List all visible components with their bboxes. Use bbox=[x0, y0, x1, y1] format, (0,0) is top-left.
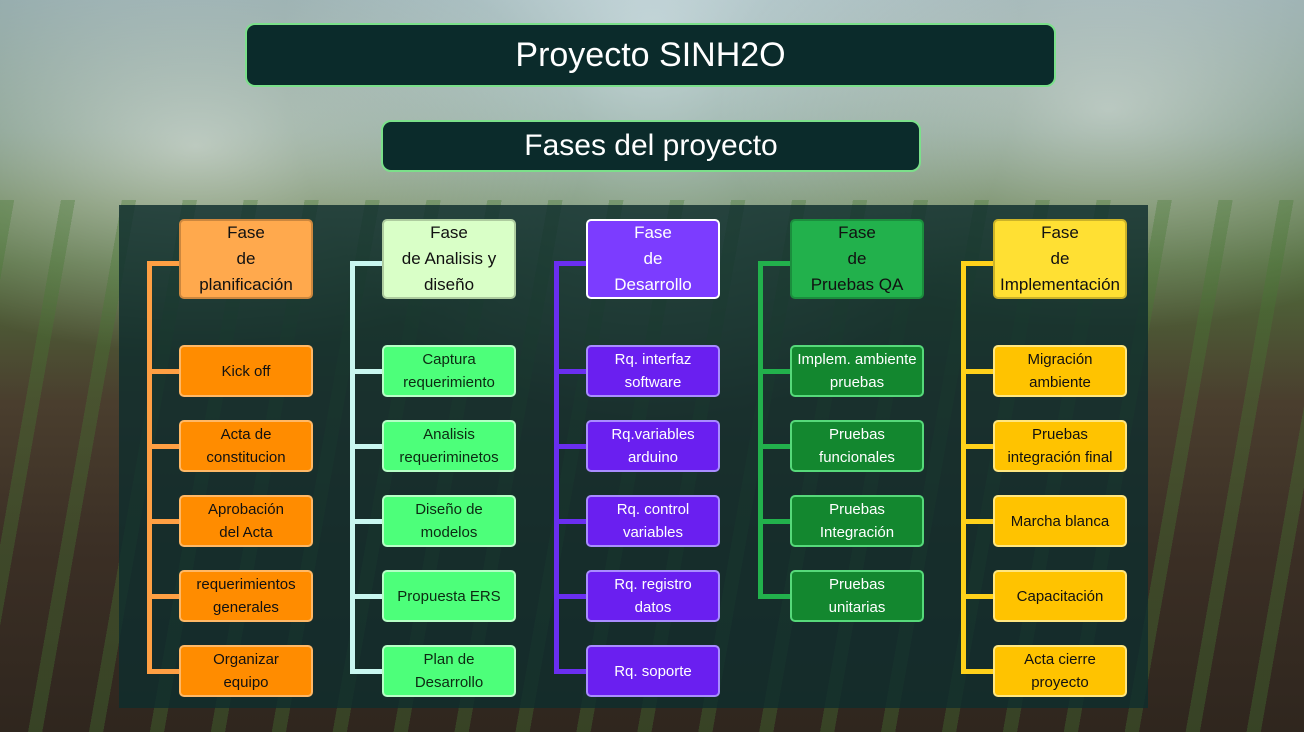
phase-task: Analisis requeriminetos bbox=[382, 420, 516, 472]
phase-task: Implem. ambiente pruebas bbox=[790, 345, 924, 397]
phase-header: Fase de Analisis y diseño bbox=[382, 219, 516, 299]
page-subtitle: Fases del proyecto bbox=[381, 120, 921, 172]
connector-vertical bbox=[147, 261, 152, 674]
phase-header: Fase de planificación bbox=[179, 219, 313, 299]
connector-vertical bbox=[961, 261, 966, 674]
connector-horizontal bbox=[350, 261, 384, 266]
connector-horizontal bbox=[758, 369, 792, 374]
connector-horizontal bbox=[147, 369, 181, 374]
connector-horizontal bbox=[350, 369, 384, 374]
phase-task: Pruebas integración final bbox=[993, 420, 1127, 472]
phase-task: Pruebas Integración bbox=[790, 495, 924, 547]
connector-horizontal bbox=[554, 594, 588, 599]
phase-task: Diseño de modelos bbox=[382, 495, 516, 547]
phase-task: Acta cierre proyecto bbox=[993, 645, 1127, 697]
connector-horizontal bbox=[961, 261, 995, 266]
connector-horizontal bbox=[961, 594, 995, 599]
connector-horizontal bbox=[350, 519, 384, 524]
phase-task: Acta de constitucion bbox=[179, 420, 313, 472]
phase-task: Captura requerimiento bbox=[382, 345, 516, 397]
phase-task: Rq.variables arduino bbox=[586, 420, 720, 472]
phase-task: Plan de Desarrollo bbox=[382, 645, 516, 697]
phase-task: Pruebas unitarias bbox=[790, 570, 924, 622]
connector-horizontal bbox=[350, 594, 384, 599]
phase-task: Marcha blanca bbox=[993, 495, 1127, 547]
phase-task: requerimientos generales bbox=[179, 570, 313, 622]
phase-header: Fase de Desarrollo bbox=[586, 219, 720, 299]
phase-task: Rq. interfaz software bbox=[586, 345, 720, 397]
phase-task: Migración ambiente bbox=[993, 345, 1127, 397]
connector-horizontal bbox=[758, 261, 792, 266]
connector-horizontal bbox=[758, 519, 792, 524]
connector-horizontal bbox=[554, 261, 588, 266]
connector-horizontal bbox=[554, 444, 588, 449]
phase-task: Rq. soporte bbox=[586, 645, 720, 697]
connector-horizontal bbox=[554, 369, 588, 374]
connector-horizontal bbox=[350, 444, 384, 449]
connector-horizontal bbox=[961, 444, 995, 449]
phase-header: Fase de Implementación bbox=[993, 219, 1127, 299]
phase-task: Kick off bbox=[179, 345, 313, 397]
connector-vertical bbox=[554, 261, 559, 674]
page-title: Proyecto SINH2O bbox=[245, 23, 1056, 87]
phase-task: Capacitación bbox=[993, 570, 1127, 622]
connector-horizontal bbox=[554, 519, 588, 524]
connector-horizontal bbox=[147, 669, 181, 674]
connector-horizontal bbox=[147, 261, 181, 266]
phase-header: Fase de Pruebas QA bbox=[790, 219, 924, 299]
phase-task: Rq. control variables bbox=[586, 495, 720, 547]
connector-horizontal bbox=[758, 594, 792, 599]
phase-task: Rq. registro datos bbox=[586, 570, 720, 622]
connector-horizontal bbox=[350, 669, 384, 674]
connector-horizontal bbox=[758, 444, 792, 449]
phase-task: Organizar equipo bbox=[179, 645, 313, 697]
connector-horizontal bbox=[961, 519, 995, 524]
connector-vertical bbox=[350, 261, 355, 674]
phase-task: Pruebas funcionales bbox=[790, 420, 924, 472]
phase-task: Propuesta ERS bbox=[382, 570, 516, 622]
phase-task: Aprobación del Acta bbox=[179, 495, 313, 547]
connector-horizontal bbox=[147, 519, 181, 524]
connector-horizontal bbox=[147, 444, 181, 449]
connector-horizontal bbox=[961, 669, 995, 674]
connector-horizontal bbox=[147, 594, 181, 599]
connector-horizontal bbox=[554, 669, 588, 674]
connector-vertical bbox=[758, 261, 763, 599]
connector-horizontal bbox=[961, 369, 995, 374]
